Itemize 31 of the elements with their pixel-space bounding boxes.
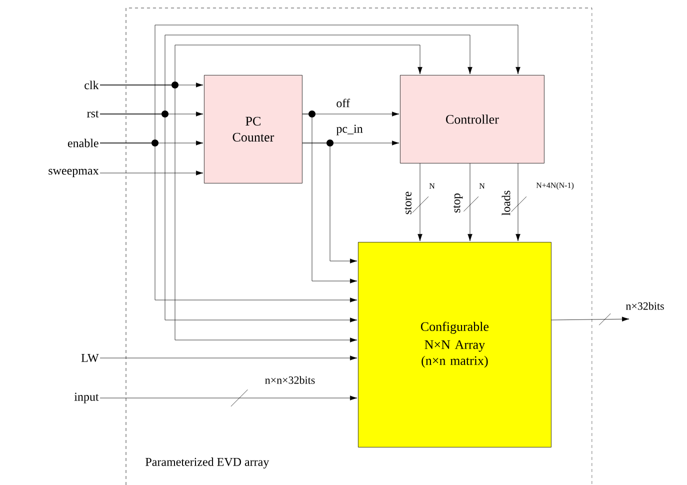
arrow bbox=[551, 313, 630, 326]
signal-label: LW bbox=[81, 354, 99, 362]
arrow bbox=[100, 170, 204, 176]
edge-label: pc_in bbox=[336, 124, 363, 136]
arrow bbox=[510, 163, 526, 242]
signal-label: clk bbox=[84, 80, 99, 90]
signal-label: input bbox=[74, 392, 99, 404]
edge-label: off bbox=[336, 98, 350, 108]
arrow bbox=[100, 356, 358, 360]
arrow bbox=[100, 84, 358, 342]
process-box: PC Counter bbox=[204, 75, 302, 184]
arrow bbox=[100, 390, 358, 406]
bus-width-label: n×32bits bbox=[626, 302, 664, 310]
arrow bbox=[412, 163, 428, 242]
signal-label: sweepmax bbox=[48, 168, 99, 178]
arrow bbox=[462, 163, 478, 242]
arrow bbox=[100, 114, 358, 322]
edge-label: loads bbox=[502, 190, 510, 216]
edge-label: stop bbox=[453, 193, 463, 213]
signal-label: rst bbox=[87, 110, 99, 118]
process-box: Controller bbox=[400, 75, 544, 164]
bus-width-label: N+4N(N-1) bbox=[536, 182, 574, 190]
edge-label: store bbox=[404, 192, 412, 214]
arrow bbox=[302, 114, 358, 284]
arrow bbox=[100, 142, 358, 302]
bus-width-label: N bbox=[429, 183, 435, 189]
signal-label: enable bbox=[68, 138, 98, 148]
bus-width-label: n×n×32bits bbox=[265, 376, 315, 384]
arrow bbox=[302, 142, 358, 264]
bus-width-label: N bbox=[479, 183, 485, 189]
array-box: Configurable N×N Array (n×n matrix) bbox=[358, 242, 552, 448]
